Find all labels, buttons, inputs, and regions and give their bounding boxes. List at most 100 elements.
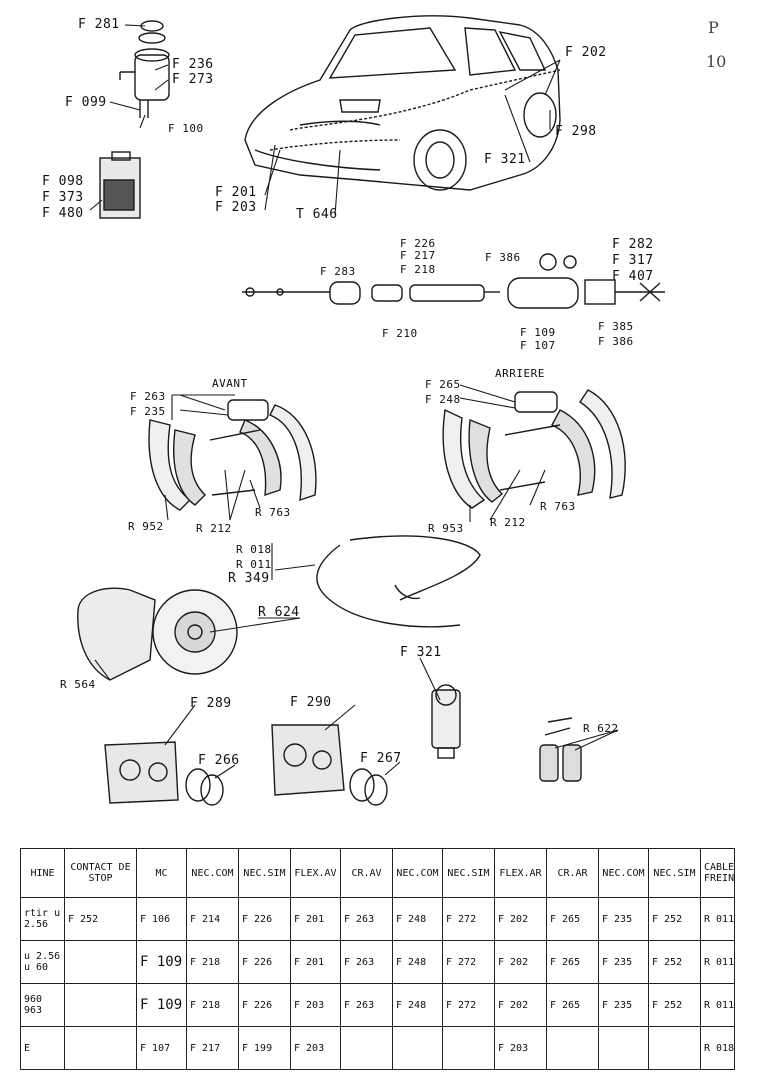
fluid-reservoir-illustration (119, 20, 170, 118)
label-f226: F 226 (400, 237, 436, 250)
parts-reference-table: HINE CONTACT DE STOP MC NEC.COM NEC.SIM … (20, 848, 735, 1070)
label-r953: R 953 (428, 522, 464, 535)
label-f202: F 202 (565, 45, 607, 60)
caliper-right-illustration (271, 724, 388, 806)
spring-kit-illustration (539, 717, 582, 782)
table-cell: F 235 (598, 897, 649, 941)
table-cell: rtir u 2.56 (20, 897, 65, 941)
label-f265: F 265 (425, 378, 461, 391)
label-f107: F 107 (520, 339, 556, 352)
label-f217: F 217 (400, 249, 436, 262)
label-f289: F 289 (190, 696, 232, 711)
label-f218: F 218 (400, 263, 436, 276)
table-cell: F 265 (546, 983, 599, 1027)
label-f386-a: F 386 (485, 251, 521, 264)
label-r349: R 349 (228, 571, 270, 586)
table-cell: F 248 (392, 897, 443, 941)
caliper-left-illustration (104, 741, 224, 806)
col-header: CONTACT DE STOP (64, 848, 137, 898)
margin-note-2: 10 (706, 52, 727, 71)
table-cell: F 203 (290, 983, 341, 1027)
label-r624: R 624 (258, 605, 300, 620)
table-cell: F 201 (290, 897, 341, 941)
table-cell: F 109 (136, 983, 187, 1027)
table-cell: F 226 (238, 940, 291, 984)
stop-switch-illustration (431, 684, 461, 759)
table-cell: F 252 (648, 940, 701, 984)
col-header: NEC.SIM (442, 848, 495, 898)
table-cell (64, 1026, 137, 1070)
label-t646: T 646 (296, 207, 338, 222)
label-r212-a: R 212 (196, 522, 232, 535)
table-cell: F 203 (290, 1026, 341, 1070)
table-cell: F 235 (598, 940, 649, 984)
car-illustration (244, 15, 561, 191)
table-cell (648, 1026, 701, 1070)
label-f281: F 281 (78, 17, 120, 32)
table-cell: F 217 (186, 1026, 239, 1070)
label-f266: F 266 (198, 753, 240, 768)
label-f273: F 273 (172, 72, 214, 87)
table-cell: F 106 (136, 897, 187, 941)
table-cell: F 248 (392, 983, 443, 1027)
label-r622: R 622 (583, 722, 619, 735)
table-cell (64, 983, 137, 1027)
table-cell: F 218 (186, 983, 239, 1027)
label-f210: F 210 (382, 327, 418, 340)
table-cell: F 263 (340, 940, 393, 984)
label-f235: F 235 (130, 405, 166, 418)
table-cell: F 218 (186, 940, 239, 984)
table-cell: F 252 (64, 897, 137, 941)
table-cell: R 011 (700, 897, 735, 941)
label-f386-b: F 386 (598, 335, 634, 348)
table-cell: F 252 (648, 897, 701, 941)
table-row: E F 107 F 217 F 199 F 203 F 203 R 018 (20, 1026, 735, 1070)
table-cell: F 199 (238, 1026, 291, 1070)
label-f099: F 099 (65, 95, 107, 110)
leader-lines (89, 24, 619, 779)
col-header: CR.AV (340, 848, 393, 898)
label-f480: F 480 (42, 206, 84, 221)
brake-cable-illustration (316, 535, 481, 628)
col-header: CR.AR (546, 848, 599, 898)
col-header: CABLE FREINS (700, 848, 735, 898)
label-f385: F 385 (598, 320, 634, 333)
table-cell: F 202 (494, 897, 547, 941)
table-cell: F 252 (648, 983, 701, 1027)
rear-drum-brake-illustration (442, 389, 626, 509)
oil-can-illustration (99, 151, 141, 219)
label-f100: F 100 (168, 122, 204, 135)
table-cell (392, 1026, 443, 1070)
table-cell: F 203 (494, 1026, 547, 1070)
label-f407: F 407 (612, 269, 654, 284)
table-row: 960 963 F 109 F 218 F 226 F 203 F 263 F … (20, 983, 735, 1027)
table-cell: F 248 (392, 940, 443, 984)
label-r763-b: R 763 (540, 500, 576, 513)
col-header: NEC.COM (392, 848, 443, 898)
label-f098: F 098 (42, 174, 84, 189)
table-cell (64, 940, 137, 984)
col-header: NEC.SIM (648, 848, 701, 898)
label-avant: AVANT (212, 377, 248, 390)
table-cell: u 2.56 u 60 (20, 940, 65, 984)
hydraulic-line-illustration (242, 253, 665, 309)
label-f373: F 373 (42, 190, 84, 205)
table-cell (598, 1026, 649, 1070)
margin-note-1: P (708, 18, 719, 37)
label-f317: F 317 (612, 253, 654, 268)
col-header: HINE (20, 848, 65, 898)
col-header: NEC.COM (598, 848, 649, 898)
label-f236: F 236 (172, 57, 214, 72)
disc-brake-illustration (77, 587, 238, 681)
label-f321-mid: F 321 (400, 645, 442, 660)
table-cell: F 263 (340, 983, 393, 1027)
col-header: NEC.SIM (238, 848, 291, 898)
label-f282: F 282 (612, 237, 654, 252)
label-f263: F 263 (130, 390, 166, 403)
label-f248: F 248 (425, 393, 461, 406)
table-cell: F 265 (546, 897, 599, 941)
label-f321-top: F 321 (484, 152, 526, 167)
label-f109: F 109 (520, 326, 556, 339)
col-header: NEC.COM (186, 848, 239, 898)
table-cell: E (20, 1026, 65, 1070)
